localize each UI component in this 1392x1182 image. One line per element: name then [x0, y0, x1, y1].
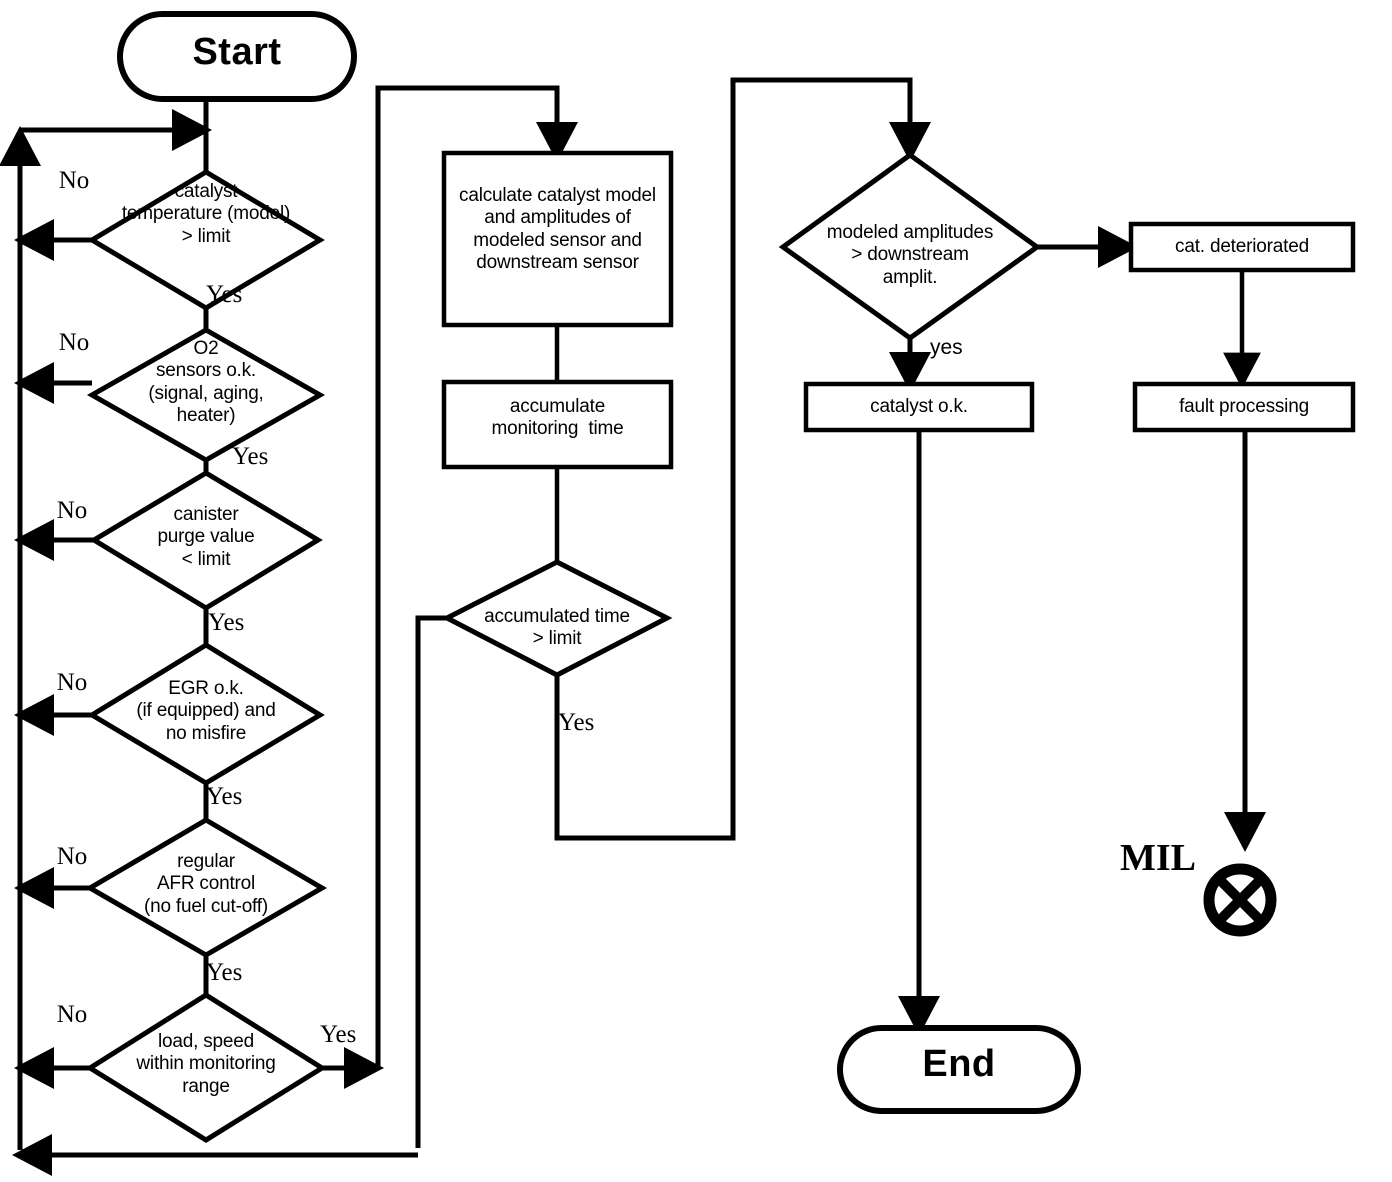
- decision-load-speed: [85, 992, 327, 1143]
- process-calculate-catalyst-model: [441, 150, 674, 328]
- process-cat-deteriorated: [1128, 221, 1356, 273]
- process-catalyst-ok: [803, 381, 1035, 433]
- edge-accumtime-yes-to-modeled-amplitudes: [554, 77, 931, 841]
- edge-loadspeed-to-calculate: [375, 85, 578, 1068]
- start-terminator: [117, 11, 357, 102]
- decision-accumulated-time: [441, 559, 673, 678]
- crossed-circle-icon: [1203, 863, 1277, 937]
- edge-accumtime-no-down: [415, 615, 447, 1148]
- decision-o2-sensors: [86, 327, 326, 463]
- end-terminator: [837, 1025, 1081, 1114]
- decision-afr-control: [85, 817, 327, 958]
- decision-modeled-amplitudes: [778, 151, 1042, 342]
- process-accumulate-monitoring-time: [441, 379, 674, 470]
- process-fault-processing: [1132, 381, 1356, 433]
- decision-catalyst-temperature: [87, 169, 325, 311]
- decision-egr-misfire: [87, 642, 325, 786]
- decision-canister-purge: [89, 470, 323, 611]
